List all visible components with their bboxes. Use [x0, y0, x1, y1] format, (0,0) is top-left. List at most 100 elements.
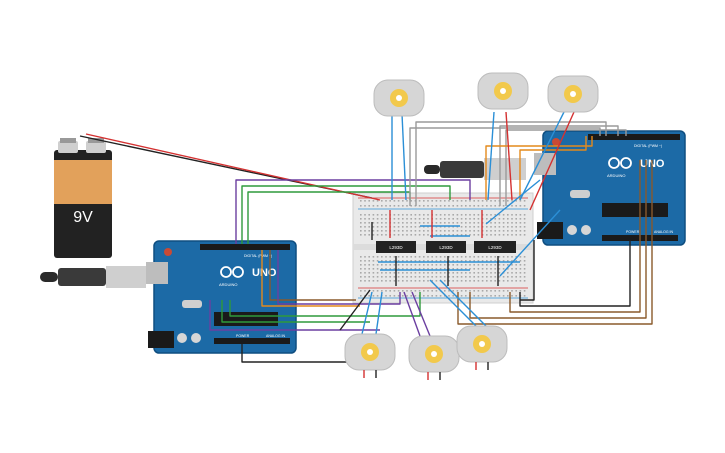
breadboard-hole — [502, 222, 505, 224]
breadboard-hole — [477, 268, 480, 270]
breadboard-hole — [490, 295, 492, 297]
breadboard-hole — [414, 264, 417, 266]
breadboard-hole — [364, 205, 366, 207]
breadboard-hole — [444, 226, 446, 228]
breadboard-hole — [402, 200, 404, 202]
breadboard-hole — [435, 230, 438, 232]
breadboard-hole — [507, 234, 509, 236]
dc-motor-bottom-2[interactable] — [408, 335, 460, 380]
breadboard-hole — [393, 260, 396, 262]
breadboard-hole — [368, 214, 370, 216]
breadboard-hole — [477, 230, 480, 232]
breadboard-hole — [465, 205, 467, 207]
dc-motor-top-1[interactable] — [373, 79, 425, 117]
breadboard-hole — [460, 264, 463, 266]
breadboard-hole — [465, 200, 467, 202]
breadboard-hole — [381, 226, 383, 228]
dc-motor-top-2[interactable] — [477, 72, 529, 110]
breadboard-hole — [465, 276, 467, 278]
breadboard-hole — [439, 256, 442, 258]
breadboard-hole — [435, 200, 438, 202]
l293d-chip-3[interactable]: L293D — [474, 241, 516, 253]
breadboard-hole — [423, 230, 425, 232]
breadboard-hole — [494, 200, 496, 202]
breadboard-hole — [460, 226, 463, 228]
breadboard-hole — [431, 290, 433, 292]
arduino-uno-left[interactable]: UNO ARDUINO DIGITAL (PWM ~) POWER ANALOG… — [146, 240, 297, 354]
breadboard-hole — [486, 218, 488, 220]
breadboard-hole — [427, 276, 429, 278]
breadboard-hole — [523, 272, 526, 274]
breadboard-hole — [414, 234, 417, 236]
breadboard-hole — [368, 260, 370, 262]
breadboard-hole — [469, 264, 471, 266]
breadboard-hole — [381, 276, 383, 278]
breadboard-hole — [511, 222, 513, 224]
dc-motor-top-3[interactable] — [547, 75, 599, 113]
breadboard-hole — [402, 226, 404, 228]
breadboard-hole — [393, 264, 396, 266]
breadboard-hole — [523, 226, 526, 228]
breadboard-hole — [469, 290, 471, 292]
breadboard-hole — [397, 280, 400, 282]
breadboard-hole — [406, 276, 408, 278]
breadboard-hole — [502, 260, 505, 262]
breadboard-hole — [381, 218, 383, 220]
breadboard-hole — [435, 205, 438, 207]
breadboard-hole — [423, 290, 425, 292]
breadboard-hole — [519, 222, 522, 224]
breadboard-hole — [372, 268, 375, 270]
breadboard-hole — [435, 234, 438, 236]
chip-label: L293D — [439, 245, 453, 250]
breadboard-hole — [490, 226, 492, 228]
breadboard-hole — [507, 264, 509, 266]
breadboard-hole — [381, 214, 383, 216]
breadboard-hole — [460, 205, 463, 207]
arduino-right-analog-label: ANALOG IN — [654, 230, 674, 234]
arduino-left-model: UNO — [252, 267, 277, 279]
breadboard-hole — [406, 272, 408, 274]
breadboard-hole — [368, 295, 370, 297]
breadboard-hole — [481, 260, 484, 262]
breadboard-hole — [406, 234, 408, 236]
dc-motor-bottom-1[interactable] — [344, 333, 396, 378]
breadboard-hole — [372, 272, 375, 274]
breadboard-hole — [402, 295, 404, 297]
breadboard-hole — [406, 260, 408, 262]
breadboard-hole — [360, 290, 362, 292]
breadboard-hole — [435, 226, 438, 228]
breadboard-hole — [402, 256, 404, 258]
breadboard-hole — [423, 264, 425, 266]
battery-9v[interactable]: 9V — [54, 138, 112, 258]
breadboard-hole — [444, 264, 446, 266]
breadboard-hole — [473, 295, 475, 297]
breadboard-hole — [414, 222, 417, 224]
breadboard-hole — [414, 260, 417, 262]
breadboard-hole — [397, 234, 400, 236]
breadboard-hole — [376, 280, 379, 282]
breadboard-hole — [481, 290, 484, 292]
breadboard-hole — [372, 256, 375, 258]
l293d-chip-1[interactable]: L293D — [376, 241, 416, 253]
arduino-left-brand: ARDUINO — [219, 282, 237, 287]
breadboard-hole — [494, 295, 496, 297]
breadboard-hole — [465, 214, 467, 216]
breadboard-hole — [397, 260, 400, 262]
breadboard-hole — [486, 295, 488, 297]
breadboard-hole — [515, 280, 517, 282]
breadboard-hole — [477, 222, 480, 224]
usb-cable-left — [40, 266, 146, 288]
breadboard-hole — [427, 226, 429, 228]
breadboard-hole — [393, 205, 396, 207]
breadboard-hole — [418, 205, 421, 207]
l293d-chip-2[interactable]: L293D — [426, 241, 466, 253]
breadboard-hole — [439, 272, 442, 274]
breadboard-hole — [507, 268, 509, 270]
breadboard-hole — [418, 280, 421, 282]
dc-motor-bottom-3[interactable] — [456, 325, 508, 370]
breadboard-hole — [519, 268, 522, 270]
breadboard-hole — [452, 214, 454, 216]
breadboard-hole — [465, 295, 467, 297]
breadboard-hole — [402, 268, 404, 270]
arduino-uno-right[interactable]: UNO ARDUINO DIGITAL (PWM ~) POWER ANALOG… — [534, 130, 686, 246]
